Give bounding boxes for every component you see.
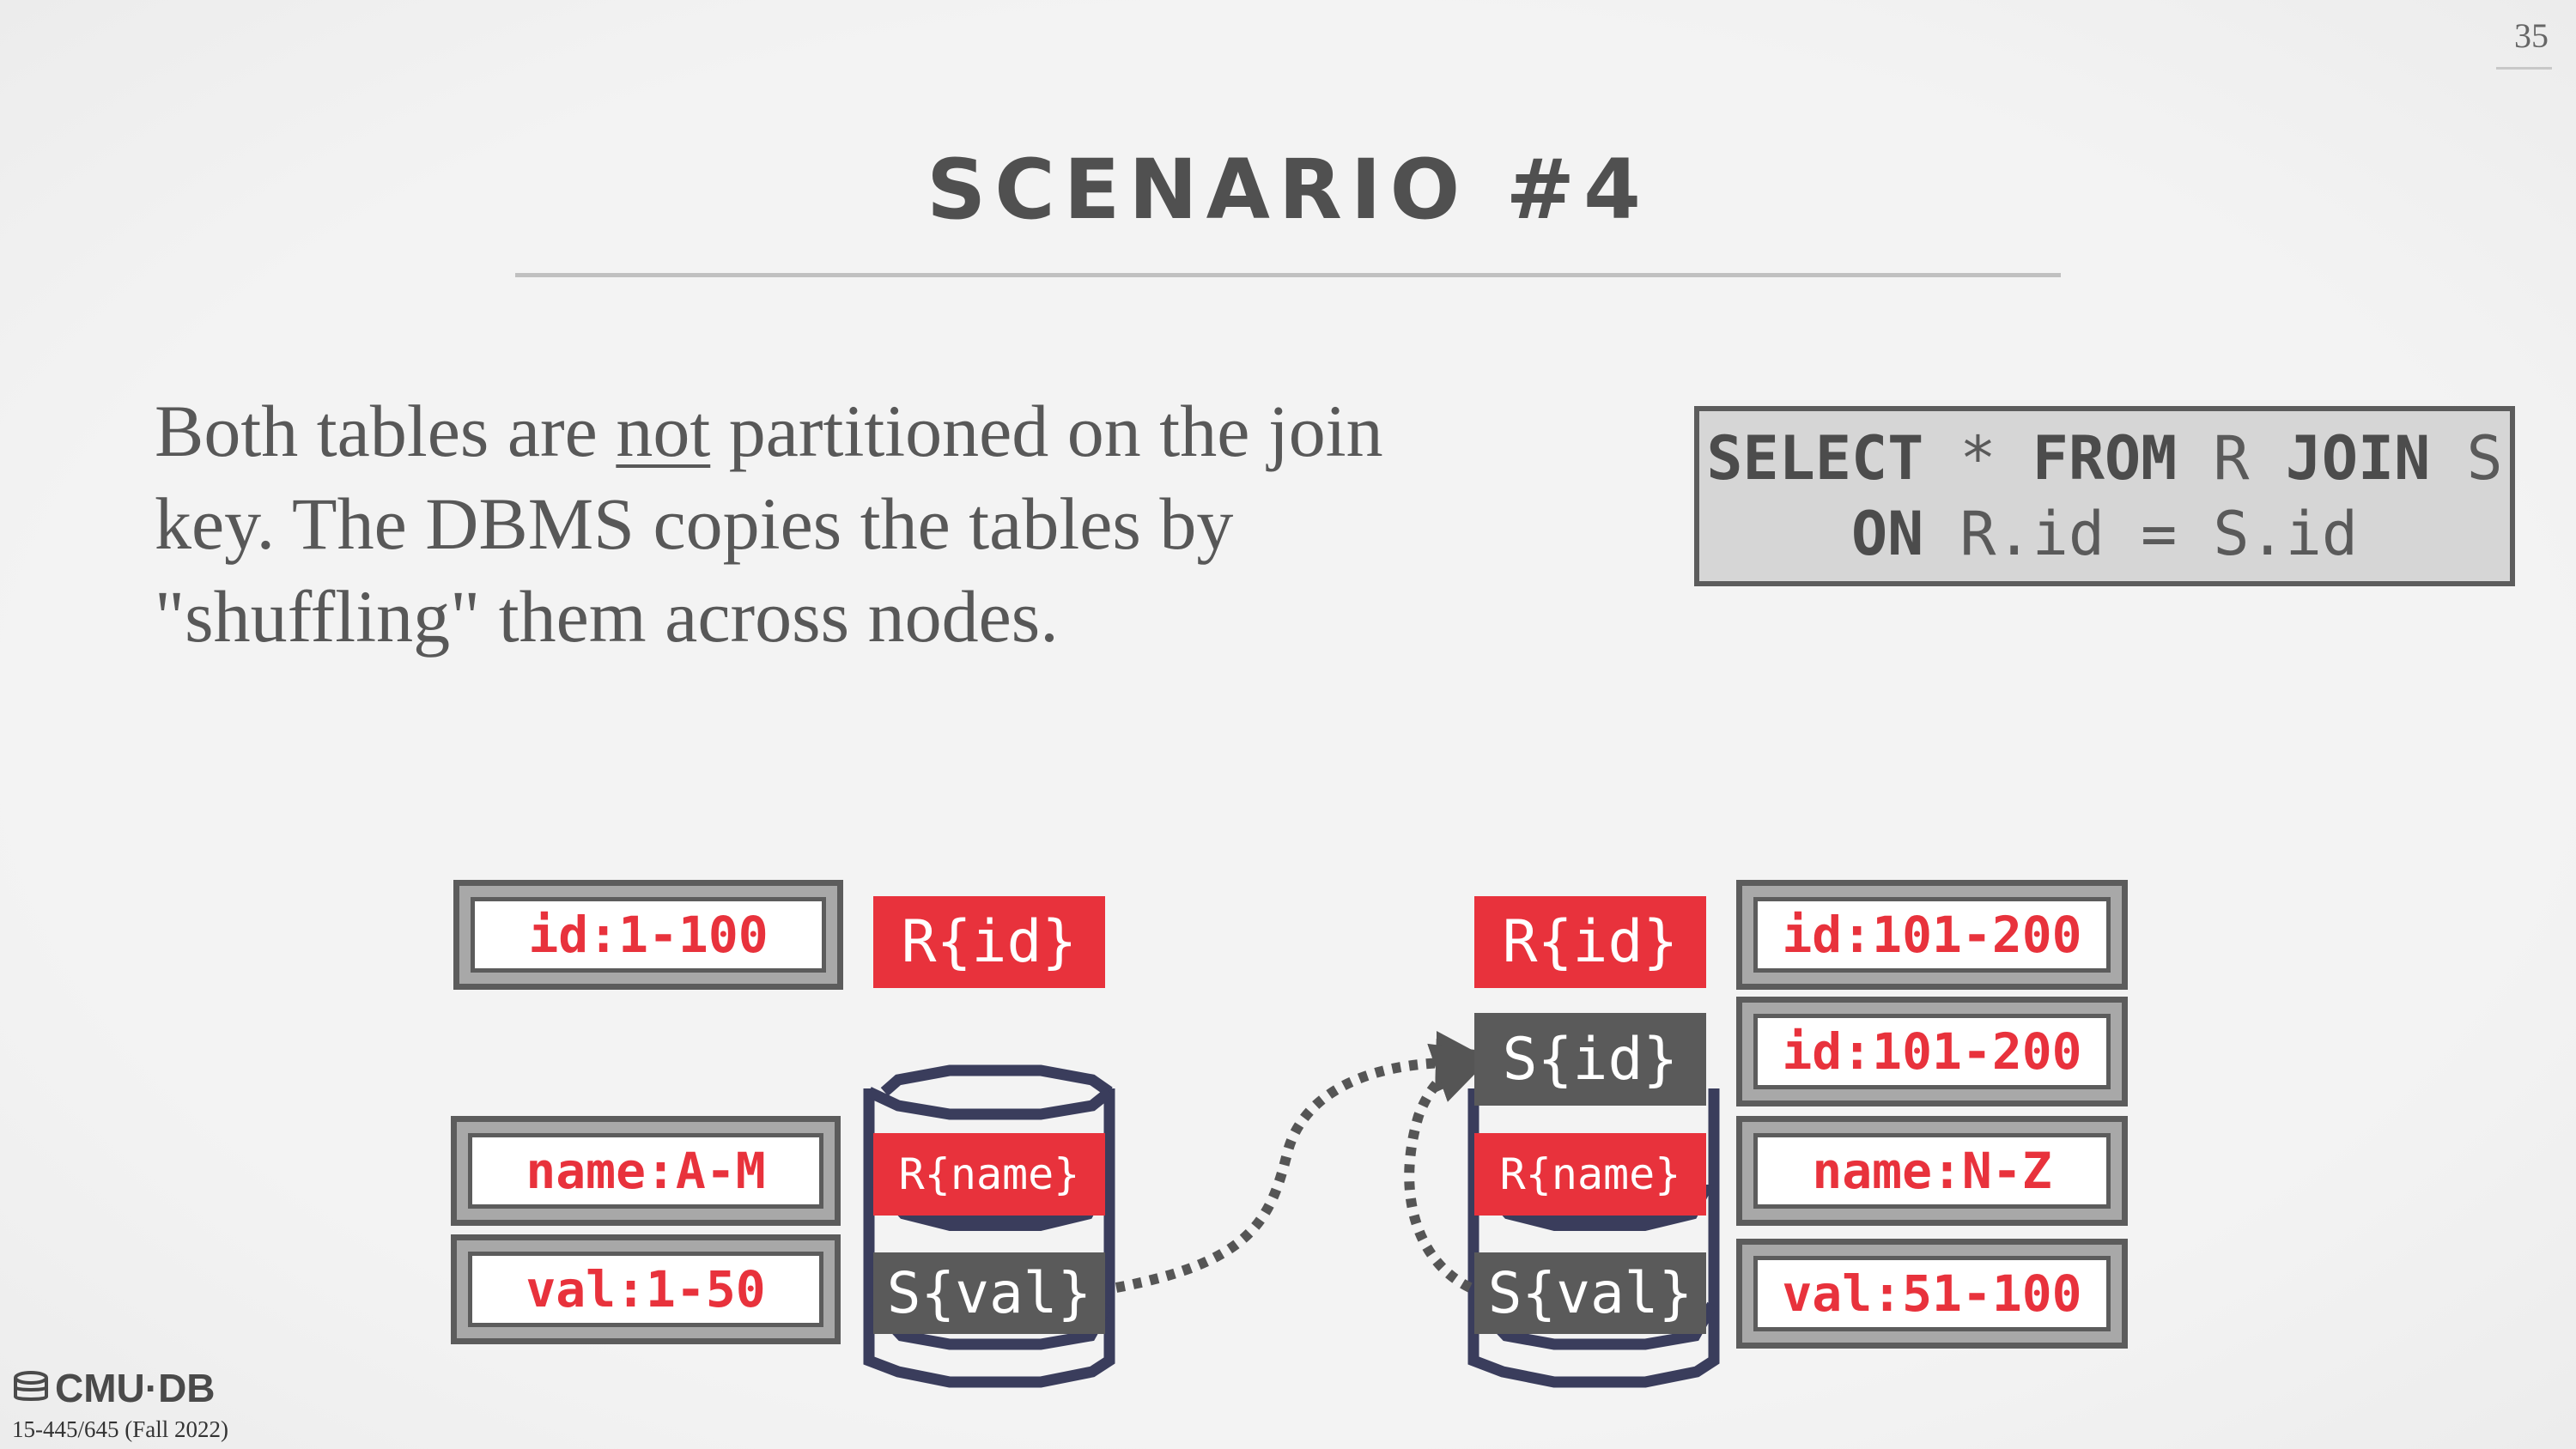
title-divider [515,273,2061,277]
left-range-id: id:1-100 [453,880,843,990]
sql-query-box: SELECT * FROM R JOIN S ON R.id = S.id [1694,406,2515,586]
right-range-name-label: name:N-Z [1753,1133,2111,1209]
page-number: 35 [2514,16,2549,55]
body-text-part2: partitioned on the join key. The DBMS co… [155,390,1383,658]
right-range-id-1-label: id:101-200 [1753,897,2111,973]
left-node-cylinder-icon [863,1064,1115,1388]
cmu-db-logo-text: CMU·DB [55,1366,216,1410]
right-tag-r-id: R{id} [1474,896,1706,988]
right-range-val-label: val:51-100 [1753,1256,2111,1331]
right-range-id-1: id:101-200 [1736,880,2128,990]
right-range-name: name:N-Z [1736,1116,2128,1226]
cmu-db-logo: CMU·DB [12,1365,216,1411]
left-tag-r-id: R{id} [873,896,1105,988]
left-range-val-label: val:1-50 [468,1252,823,1327]
shuffle-arrow-left-to-right [1115,1031,1498,1293]
right-tag-s-val: S{val} [1474,1252,1706,1334]
course-label: 15-445/645 (Fall 2022) [12,1416,228,1442]
sql-table-r: R [2177,423,2286,494]
left-range-id-label: id:1-100 [471,897,826,973]
sql-keyword-select: SELECT [1706,423,1924,494]
sql-line-1: SELECT * FROM R JOIN S [1706,421,2502,496]
right-tag-r-name: R{name} [1474,1133,1706,1216]
sql-keyword-from: FROM [2032,423,2178,494]
page-number-rule [2496,67,2552,70]
sql-star: * [1923,423,2032,494]
sql-keyword-join: JOIN [2285,423,2431,494]
sql-keyword-on: ON [1850,499,1924,569]
left-range-name-label: name:A-M [468,1133,823,1209]
right-tag-s-id: S{id} [1474,1013,1706,1106]
right-range-id-2-label: id:101-200 [1753,1014,2111,1089]
left-range-val: val:1-50 [451,1234,841,1344]
shuffle-arrow-local [1404,1043,1496,1293]
body-text: Both tables are not partitioned on the j… [155,385,1494,663]
sql-table-s: S [2430,423,2503,494]
left-tag-r-name: R{name} [873,1133,1105,1216]
right-range-id-2: id:101-200 [1736,997,2128,1106]
right-range-val: val:51-100 [1736,1239,2128,1349]
database-stack-icon [14,1371,48,1401]
left-tag-s-val: S{val} [873,1252,1105,1334]
sql-condition: R.id = S.id [1923,499,2359,569]
slide-title: SCENARIO #4 [927,142,1649,238]
left-range-name: name:A-M [451,1116,841,1226]
body-text-part1: Both tables are [155,390,617,472]
sql-line-2: ON R.id = S.id [1851,496,2358,572]
body-text-emphasis: not [616,390,711,472]
